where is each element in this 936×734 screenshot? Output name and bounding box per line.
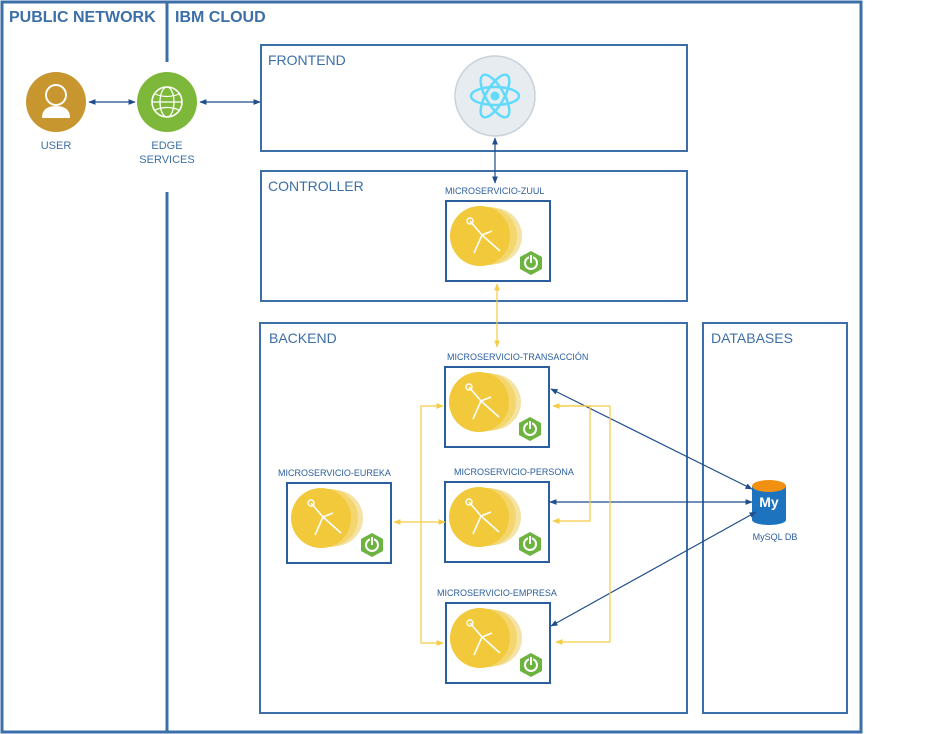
transaccion-empresa-connector [553, 405, 611, 645]
databases-title: DATABASES [711, 330, 793, 346]
empresa-label: MICROSERVICIO-EMPRESA [437, 588, 557, 598]
eureka-spring-icon [285, 481, 393, 565]
edge-services-icon [137, 72, 197, 132]
eureka-label: MICROSERVICIO-EUREKA [278, 468, 391, 478]
edge-services-label-line1: EDGE [151, 140, 183, 152]
mysql-db-label: MySQL DB [752, 532, 798, 542]
frontend-title: FRONTEND [268, 52, 346, 68]
transaccion-spring-icon [443, 365, 551, 449]
controller-title: CONTROLLER [268, 178, 364, 194]
mysql-db-icon [752, 480, 786, 525]
empresa-db-arrow [550, 511, 757, 627]
ibm-cloud-title: IBM CLOUD [175, 9, 266, 26]
eureka-bus-connector [420, 403, 444, 646]
transaccion-db-arrow [550, 388, 753, 490]
mysql-logo-text: My [759, 494, 779, 510]
zuul-label: MICROSERVICIO-ZUUL [445, 186, 545, 196]
user-label: USER [40, 140, 72, 152]
persona-label: MICROSERVICIO-PERSONA [454, 467, 574, 477]
controller-box [260, 170, 688, 302]
edge-services-label-line2: SERVICES [139, 154, 195, 166]
user-icon [26, 72, 86, 132]
backend-title: BACKEND [269, 330, 337, 346]
react-icon [454, 55, 536, 137]
empresa-spring-icon [444, 601, 552, 685]
persona-spring-icon [443, 480, 551, 564]
transaccion-label: MICROSERVICIO-TRANSACCIÓN [447, 352, 589, 362]
zuul-spring-icon [444, 199, 552, 283]
transaccion-persona-connector [552, 403, 591, 524]
ibm-cloud-zone [165, 0, 863, 734]
public-network-title: PUBLIC NETWORK [9, 9, 156, 26]
frontend-box [260, 44, 688, 152]
